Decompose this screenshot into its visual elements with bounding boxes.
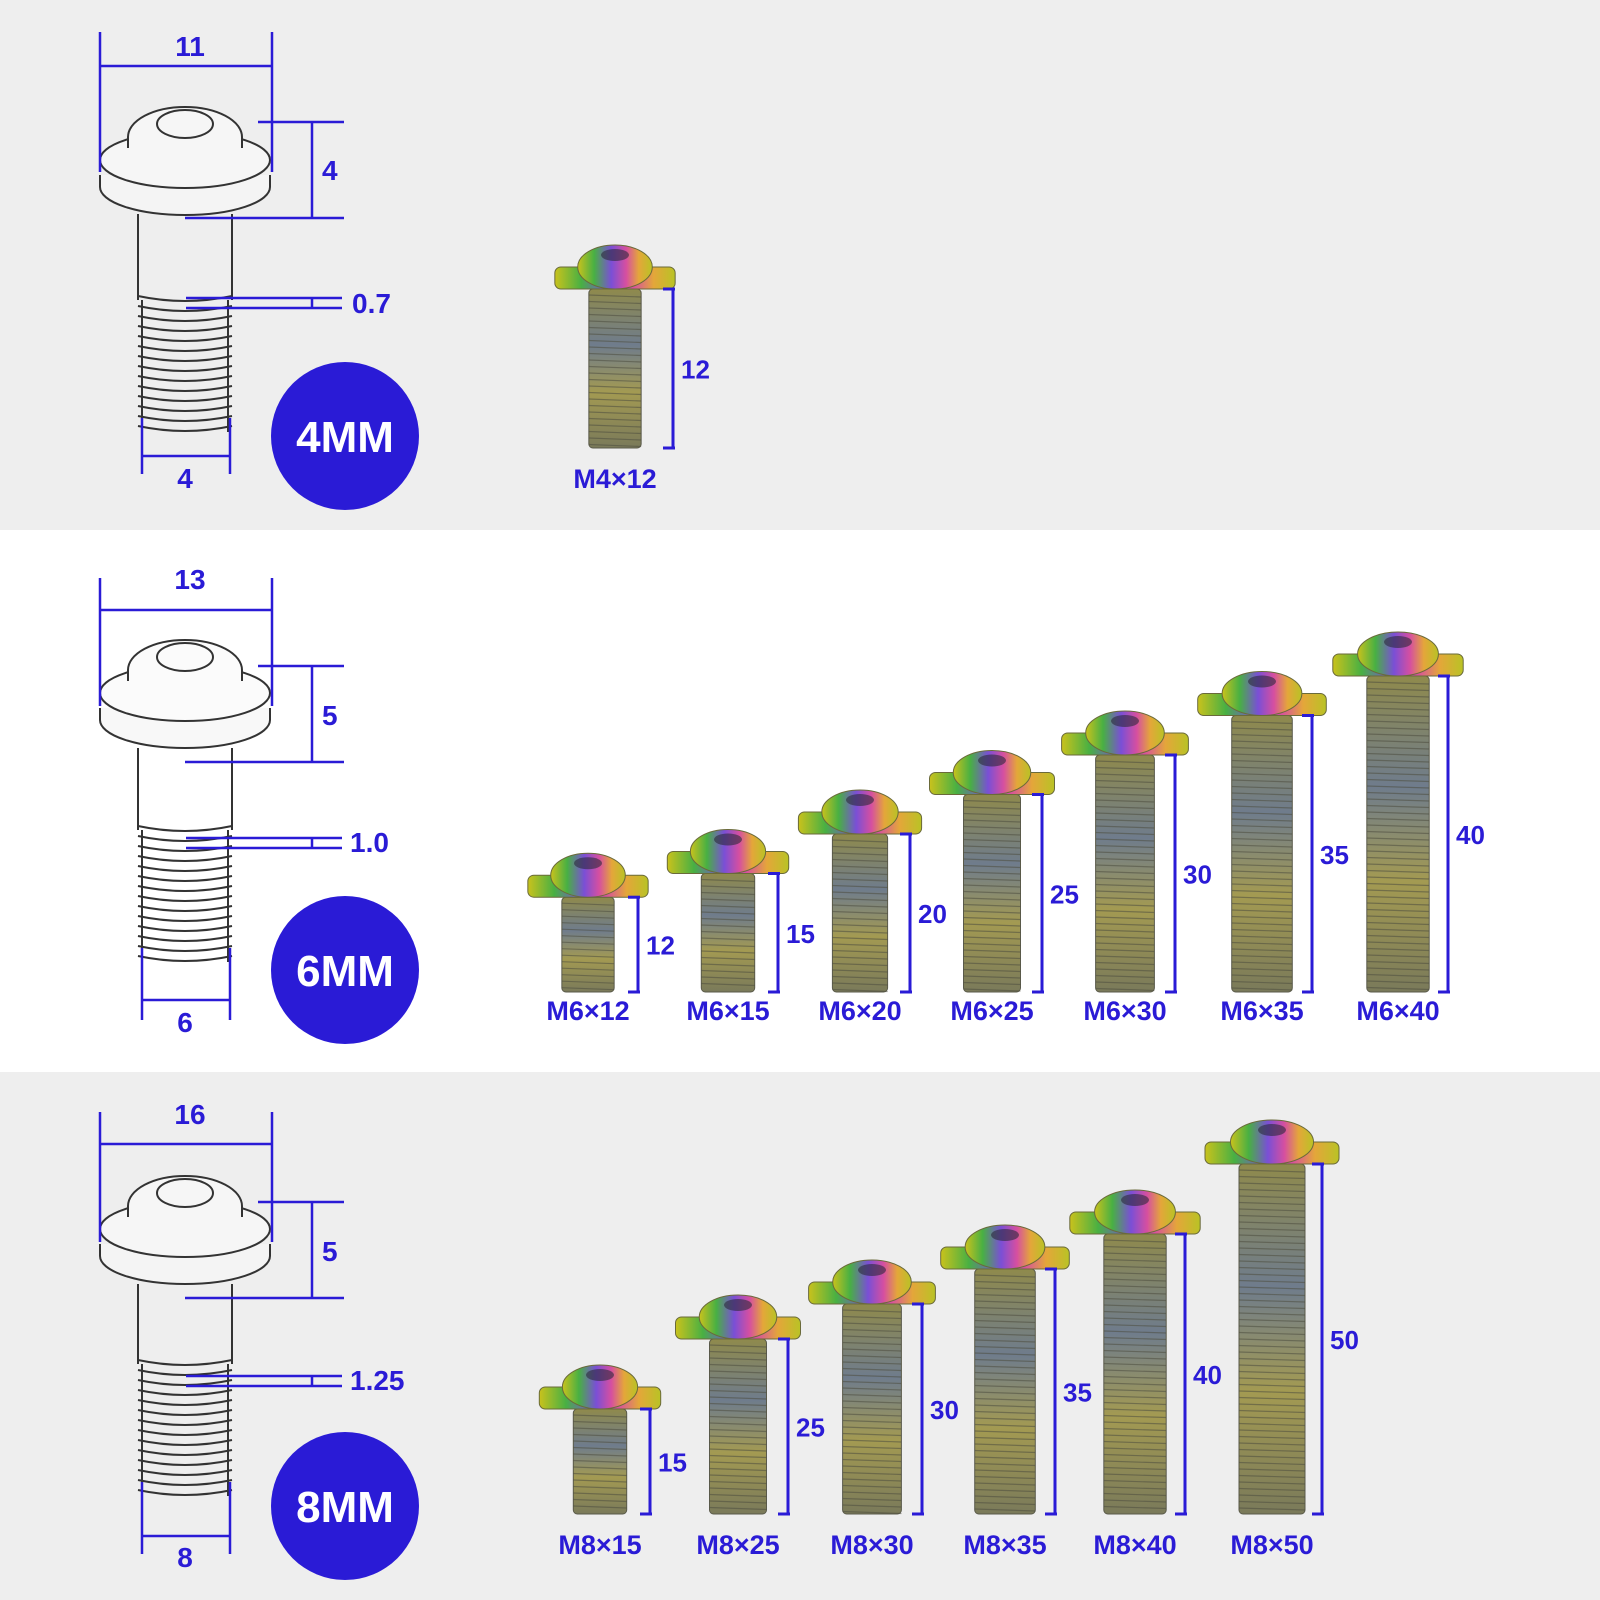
- size-badge: 4MM: [271, 362, 419, 510]
- technical-drawing: 11 4 0.7 4: [98, 31, 391, 494]
- bolt-length-label: 25: [1050, 879, 1079, 909]
- dimension-lines: [98, 32, 344, 474]
- bolt-length-label: 12: [646, 931, 675, 961]
- bolt-size-label: M6×12: [546, 996, 629, 1026]
- technical-drawing: 13 5 1.0 6: [98, 564, 389, 1038]
- bolt-size-label: M6×20: [818, 996, 901, 1026]
- bolt-size-label: M6×35: [1220, 996, 1303, 1026]
- bolt-length-label: 12: [681, 355, 710, 385]
- bolt-outline: [99, 1175, 271, 1496]
- technical-drawing: 16 5 1.25 8: [98, 1099, 405, 1573]
- head-width-label: 13: [174, 564, 205, 595]
- shank-diameter-label: 8: [177, 1542, 193, 1573]
- head-height-label: 5: [322, 700, 338, 731]
- dimension-lines: [98, 578, 344, 1020]
- bolt-photo: [808, 1259, 936, 1515]
- bolt-length-label: 20: [918, 899, 947, 929]
- bolt-size-label: M8×50: [1230, 1530, 1313, 1560]
- bolt-size-label: M6×40: [1356, 996, 1439, 1026]
- bolt-outline: [99, 106, 271, 432]
- bolt-outline: [99, 639, 271, 962]
- bolt-photo: [940, 1224, 1070, 1515]
- size-badge-label: 8MM: [296, 1483, 394, 1532]
- bolt-photo: [797, 789, 923, 993]
- bolt-row: 12M6×1215M6×1520M6×2025M6×2530M6×3035M6×…: [527, 631, 1485, 1026]
- dimension-lines: [98, 1112, 344, 1554]
- bolt-size-label: M8×25: [696, 1530, 779, 1560]
- bolt-length-label: 30: [930, 1395, 959, 1425]
- bolt-length-label: 50: [1330, 1325, 1359, 1355]
- bolt-size-label: M8×35: [963, 1530, 1046, 1560]
- head-width-label: 11: [175, 31, 205, 62]
- bolt-photo: [929, 750, 1055, 993]
- bolt-length-label: 25: [796, 1413, 825, 1443]
- section-6mm-canvas: 13 5 1.0 6 6MM 12M6×1215M6×1520M6×2025M6…: [98, 564, 1485, 1044]
- bolt-photo: [1332, 631, 1464, 993]
- size-badge-label: 4MM: [296, 413, 394, 462]
- bolt-length-label: 30: [1183, 860, 1212, 890]
- size-badge: 8MM: [271, 1432, 419, 1580]
- bolt-photo: [1204, 1119, 1340, 1515]
- section-8mm-canvas: 16 5 1.25 8 8MM 15M8×1525M8×2530M8×3035M…: [98, 1099, 1359, 1580]
- shank-diameter-label: 4: [177, 463, 193, 494]
- size-badge: 6MM: [271, 896, 419, 1044]
- size-badge-label: 6MM: [296, 947, 394, 996]
- bolt-photo: [538, 1364, 662, 1515]
- thread-pitch-label: 0.7: [352, 288, 391, 319]
- head-height-label: 5: [322, 1236, 338, 1267]
- bolt-size-label: M4×12: [573, 464, 656, 494]
- bolt-size-label: M8×40: [1093, 1530, 1176, 1560]
- bolt-length-label: 35: [1320, 840, 1349, 870]
- thread-pitch-label: 1.25: [350, 1365, 405, 1396]
- head-width-label: 16: [174, 1099, 205, 1130]
- bolt-photo: [1197, 671, 1327, 993]
- bolt-length-label: 15: [786, 919, 815, 949]
- bolt-length-label: 40: [1193, 1360, 1222, 1390]
- shank-diameter-label: 6: [177, 1007, 193, 1038]
- bolt-length-label: 35: [1063, 1378, 1092, 1408]
- bolt-photo: [554, 244, 676, 449]
- thread-pitch-label: 1.0: [350, 827, 389, 858]
- head-height-label: 4: [322, 155, 338, 186]
- bolt-photo: [1069, 1189, 1201, 1515]
- bolt-photo: [666, 829, 790, 993]
- bolt-size-label: M8×15: [558, 1530, 641, 1560]
- bolt-row: 15M8×1525M8×2530M8×3035M8×3540M8×4050M8×…: [538, 1119, 1359, 1560]
- bolt-length-label: 15: [658, 1448, 687, 1478]
- bolt-length-label: 40: [1456, 820, 1485, 850]
- bolt-size-label: M8×30: [830, 1530, 913, 1560]
- bolt-size-label: M6×30: [1083, 996, 1166, 1026]
- bolt-photo: [675, 1294, 801, 1515]
- bolt-size-label: M6×25: [950, 996, 1033, 1026]
- bolt-size-label: M6×15: [686, 996, 769, 1026]
- bolt-photo: [527, 852, 649, 993]
- bolt-photo: [1061, 710, 1189, 993]
